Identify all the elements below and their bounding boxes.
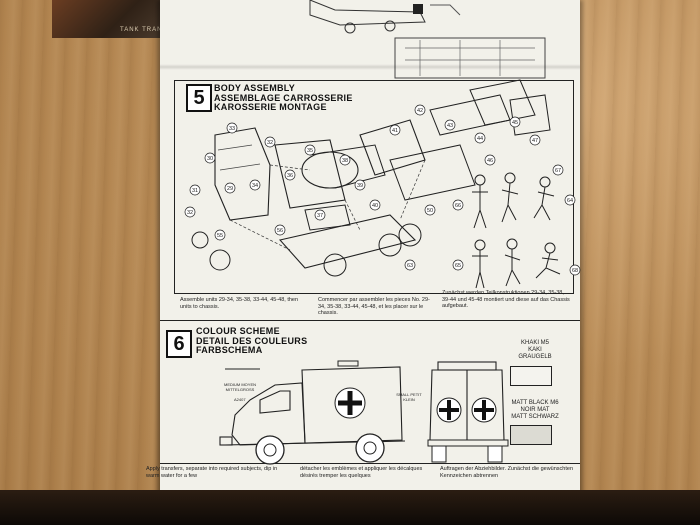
step-6-title-de: FARBSCHEMA — [196, 345, 263, 355]
svg-text:38: 38 — [342, 158, 348, 164]
table-edge-shadow — [0, 490, 700, 525]
callout-small: SMALL PETIT KLEIN — [396, 392, 422, 402]
step-5-title-fr: ASSEMBLAGE CARROSSERIE — [214, 92, 353, 103]
svg-text:64: 64 — [567, 198, 573, 204]
step-5-instructions-de: Zunächst werden Teilkonstruktionen 29-34… — [442, 290, 570, 309]
svg-text:66: 66 — [455, 203, 461, 209]
decal-instructions-en: Apply transfers, separate into required … — [146, 466, 278, 479]
svg-text:45: 45 — [512, 120, 518, 126]
step-5-title: BODY ASSEMBLY ASSEMBLAGE CARROSSERIE KAR… — [214, 83, 353, 113]
ambulance-side-view — [219, 360, 406, 465]
svg-text:31: 31 — [192, 188, 198, 194]
svg-text:44: 44 — [477, 136, 483, 142]
previous-step-illustration — [309, 0, 546, 79]
svg-text:37: 37 — [317, 213, 323, 219]
step-6-title-fr: DETAIL DES COULEURS — [196, 335, 308, 346]
swatch-2-name-de: MATT SCHWARZ — [511, 414, 559, 420]
step-5-title-de: KAROSSERIE MONTAGE — [214, 102, 327, 112]
svg-text:50: 50 — [427, 208, 433, 214]
step-6-title: COLOUR SCHEME DETAIL DES COULEURS FARBSC… — [196, 326, 308, 356]
decal-instructions-fr: détacher les emblèmes et appliquer les d… — [300, 466, 423, 479]
svg-text:55: 55 — [217, 233, 223, 239]
swatch-matt-black — [510, 425, 552, 445]
svg-text:67: 67 — [555, 168, 561, 174]
step-6-panel — [160, 320, 580, 464]
sheet-fold — [160, 64, 580, 70]
svg-text:35: 35 — [307, 148, 313, 154]
svg-text:47: 47 — [532, 138, 538, 144]
swatch-1-name-fr: KAKI — [528, 347, 542, 353]
step-5-number: 5 — [186, 84, 212, 112]
svg-text:33: 33 — [229, 126, 235, 132]
swatch-1-name-de: GRAUGELB — [518, 354, 552, 360]
swatch-2-name-en: MATT BLACK M6 — [511, 400, 559, 406]
ambulance-rear-view — [427, 361, 509, 463]
body-assembly-diagram: 33 32 30 31 29 34 32 36 35 38 39 37 40 4… — [184, 79, 551, 277]
step-5-title-en: BODY ASSEMBLY — [214, 83, 296, 93]
instruction-sheet: 5 BODY ASSEMBLY ASSEMBLAGE CARROSSERIE K… — [146, 0, 581, 495]
svg-text:56: 56 — [277, 228, 283, 234]
svg-text:68: 68 — [572, 268, 578, 274]
callout-code: A2407 — [234, 397, 246, 402]
step-6-number: 6 — [166, 330, 192, 358]
crew-figures: 66 67 64 65 68 — [452, 164, 581, 289]
svg-text:41: 41 — [392, 128, 398, 134]
svg-text:46: 46 — [487, 158, 493, 164]
svg-text:42: 42 — [417, 108, 423, 114]
svg-text:65: 65 — [455, 263, 461, 269]
svg-text:63: 63 — [407, 263, 413, 269]
svg-text:39: 39 — [357, 183, 363, 189]
kit-box-art — [52, 0, 162, 38]
swatch-1-label: KHAKI M5 KAKI GRAUGELB — [505, 340, 565, 361]
step-5-instructions-en: Assemble units 29-34, 35-38, 33-44, 45-4… — [180, 297, 299, 310]
svg-text:32: 32 — [267, 140, 273, 146]
svg-text:43: 43 — [447, 123, 453, 129]
svg-text:36: 36 — [287, 173, 293, 179]
callout-medium: MEDIUM MOYEN MITTELGROSS — [224, 382, 256, 392]
swatch-2-name-fr: NOIR MAT — [520, 407, 550, 413]
decal-instructions-de: Auftragen der Abziehbilder. Zunächst die… — [440, 466, 574, 479]
step-6-title-en: COLOUR SCHEME — [196, 326, 280, 336]
svg-text:30: 30 — [207, 156, 213, 162]
swatch-1-name-en: KHAKI M5 — [520, 340, 549, 346]
svg-text:40: 40 — [372, 203, 378, 209]
svg-text:29: 29 — [227, 186, 233, 192]
svg-text:32: 32 — [187, 210, 193, 216]
swatch-khaki — [510, 366, 552, 386]
box-label: TANK TRAN — [120, 27, 163, 33]
step-5-panel — [174, 80, 574, 294]
svg-text:34: 34 — [252, 183, 258, 189]
step-5-instructions-fr: Commencer par assembler les pieces No. 2… — [318, 297, 430, 316]
swatch-2-label: MATT BLACK M6 NOIR MAT MATT SCHWARZ — [500, 400, 570, 421]
